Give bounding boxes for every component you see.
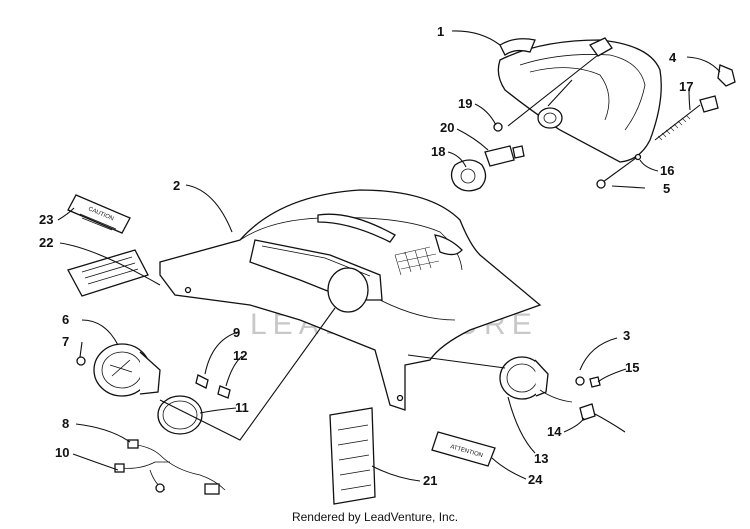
callout-numbers: 1 2 3 4 5 6 7 8 9 10 11 12 13 14 15 16 1… [39, 24, 693, 488]
adjuster-hardware [596, 64, 736, 189]
callout-8: 8 [62, 416, 69, 431]
gauge [499, 356, 573, 403]
callout-12: 12 [233, 348, 247, 363]
callout-13: 13 [534, 451, 548, 466]
callout-9: 9 [233, 325, 240, 340]
headlight-housing [497, 37, 662, 163]
footer-credit: Rendered by LeadVenture, Inc. [291, 510, 459, 524]
callout-24: 24 [528, 472, 543, 487]
callout-7: 7 [62, 334, 69, 349]
callout-20: 20 [440, 120, 454, 135]
callout-21: 21 [423, 473, 437, 488]
decal-warning-21 [329, 407, 376, 505]
callout-1: 1 [437, 24, 444, 39]
hood-fairing [159, 189, 542, 411]
callout-14: 14 [547, 424, 562, 439]
washer-nut [575, 376, 601, 388]
callout-16: 16 [660, 163, 674, 178]
speedometer [76, 343, 161, 397]
callout-19: 19 [458, 96, 472, 111]
speedo-ring [157, 395, 203, 435]
decal-warning-22 [67, 249, 149, 297]
callout-4: 4 [669, 50, 677, 65]
decal-attention-24: ATTENTION [431, 431, 496, 467]
leader-lines [57, 30, 721, 482]
callout-23: 23 [39, 212, 53, 227]
wiring-harness [114, 439, 226, 495]
callout-17: 17 [679, 79, 693, 94]
speedo-cable [579, 403, 626, 433]
callout-2: 2 [173, 178, 180, 193]
callout-3: 3 [623, 328, 630, 343]
callout-22: 22 [39, 235, 53, 250]
assembly-lines [159, 54, 599, 441]
callout-10: 10 [55, 445, 69, 460]
decal-caution-23: CAUTION [67, 194, 131, 234]
callout-5: 5 [663, 181, 670, 196]
callout-18: 18 [431, 144, 445, 159]
callout-11: 11 [235, 400, 249, 415]
indicator-bulb [195, 374, 231, 399]
callout-15: 15 [625, 360, 639, 375]
callout-6: 6 [62, 312, 69, 327]
bulb-socket-assembly [450, 122, 525, 192]
